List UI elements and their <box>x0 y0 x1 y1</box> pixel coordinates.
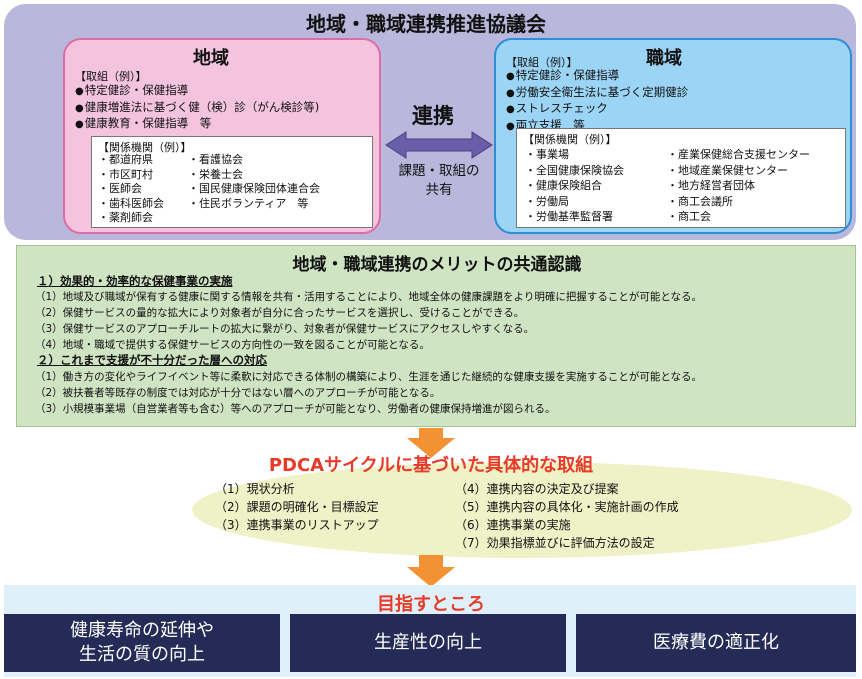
council-title: 地域・職域連携推進協議会 <box>306 12 546 36</box>
region-heading: 地域 <box>193 48 229 69</box>
region-initiatives-list: 特定健診・保健指導 健康増進法に基づく健（検）診（がん検診等) 健康教育・保健指… <box>75 83 319 133</box>
merits-section2-heading: ２）これまで支援が不十分だった層への対応 <box>37 353 267 367</box>
pdca-item: （5）連携内容の具体化・実施計画の作成 <box>455 500 679 514</box>
pdca-item: （6）連携事業の実施 <box>455 518 571 532</box>
list-item: 健康教育・保健指導 等 <box>75 116 319 133</box>
list-item: ・薬剤師会 <box>98 211 153 224</box>
list-item: ・栄養士会 <box>188 167 243 181</box>
list-item: ・地方経営者団体 <box>667 179 755 192</box>
workplace-orgs-col1: ・事業場 ・全国健康保険協会 ・健康保険組合 ・労働局 ・労働基準監督署 <box>525 147 624 225</box>
pdca-item: （7）効果指標並びに評価方法の設定 <box>455 536 655 550</box>
merit-item: （4）地域・職域で提供する保健サービスの方向性の一致を図ることが可能となる。 <box>35 339 430 351</box>
merit-item: （2）保健サービスの量的な拡大により対象者が自分に合ったサービスを選択し、受ける… <box>35 307 525 319</box>
region-orgs-col2: ・看護協会 ・栄養士会 ・国民健康保険団体連合会 ・住民ボランティア 等 <box>188 153 320 211</box>
pdca-title: PDCAサイクルに基づいた具体的な取組 <box>268 455 594 476</box>
merit-item: （1）地域及び職域が保有する健康に関する情報を共有・活用することにより、地域全体… <box>35 291 703 303</box>
list-item: ・医師会 <box>98 182 142 195</box>
share-label-line2: 共有 <box>425 182 453 198</box>
merits-title: 地域・職域連携のメリットの共通認識 <box>292 255 582 275</box>
merits-panel: 地域・職域連携のメリットの共通認識 １）効果的・効率的な保健事業の実施 （1）地… <box>16 245 856 427</box>
list-item: ・商工会議所 <box>667 194 733 208</box>
share-label: 課題・取組の 共有 <box>384 162 494 200</box>
goal-line: 生産性の向上 <box>374 632 482 653</box>
list-item: ・歯科医師会 <box>98 196 164 210</box>
pdca-item: （2）課題の明確化・目標設定 <box>215 500 379 514</box>
pdca-item: （3）連携事業のリストアップ <box>215 518 379 532</box>
goal-productivity: 生産性の向上 <box>290 614 566 672</box>
region-orgs-col1: ・都道府県 ・市区町村 ・医師会 ・歯科医師会 ・薬剤師会 <box>98 153 164 226</box>
region-orgs-panel: 【関係機関（例）】 ・都道府県 ・市区町村 ・医師会 ・歯科医師会 ・薬剤師会 … <box>91 136 373 228</box>
list-item: 健康増進法に基づく健（検）診（がん検診等) <box>75 100 319 117</box>
down-arrow-icon <box>407 428 455 458</box>
merit-item: （2）被扶養者等既存の制度では対応が十分ではない層へのアプローチが可能となる。 <box>35 387 441 399</box>
workplace-orgs-col2: ・産業保健総合支援センター ・地域産業保健センター ・地方経営者団体 ・商工会議… <box>667 147 810 225</box>
pdca-item: （4）連携内容の決定及び提案 <box>455 482 619 496</box>
goals-title: 目指すところ <box>377 594 485 615</box>
list-item: ・住民ボランティア 等 <box>188 196 309 210</box>
list-item: ストレスチェック <box>506 101 688 118</box>
region-initiatives-label: 【取組（例）】 <box>75 70 147 83</box>
share-label-line1: 課題・取組の <box>398 163 480 179</box>
workplace-heading: 職域 <box>646 48 682 69</box>
list-item: ・事業場 <box>525 148 569 161</box>
list-item: ・全国健康保険協会 <box>525 163 624 177</box>
list-item: ・商工会 <box>667 210 711 223</box>
merit-item: （3）保健サービスのアプローチルートの拡大に繋がり、対象者が保健サービスにアクセ… <box>35 323 535 335</box>
list-item: ・国民健康保険団体連合会 <box>188 182 320 195</box>
merit-item: （3）小規模事業場（自営業者等も含む）等へのアプローチが可能となり、労働者の健康… <box>35 403 556 415</box>
goal-line: 医療費の適正化 <box>653 632 779 653</box>
workplace-orgs-label: 【関係機関（例）】 <box>523 133 617 146</box>
goal-line: 健康寿命の延伸や <box>70 620 214 641</box>
workplace-box: 職域 【取組（例）】 特定健診・保健指導 労働安全衛生法に基づく定期健診 ストレ… <box>494 38 852 234</box>
list-item: ・産業保健総合支援センター <box>667 148 810 161</box>
pdca-ellipse <box>192 462 852 558</box>
merits-section1-heading: １）効果的・効率的な保健事業の実施 <box>37 274 233 288</box>
pdca-item: （1）現状分析 <box>215 482 295 496</box>
workplace-initiatives-label: 【取組（例）】 <box>506 56 578 69</box>
link-label: 連携 <box>412 104 454 128</box>
region-orgs-label: 【関係機関（例）】 <box>98 141 192 154</box>
list-item: ・労働局 <box>525 194 569 208</box>
list-item: ・健康保険組合 <box>525 179 602 192</box>
region-box: 地域 【取組（例）】 特定健診・保健指導 健康増進法に基づく健（検）診（がん検診… <box>63 38 381 234</box>
double-arrow-icon <box>385 131 493 159</box>
list-item: ・労働基準監督署 <box>525 210 613 223</box>
list-item: 特定健診・保健指導 <box>506 68 688 85</box>
merit-item: （1）働き方の変化やライフイベント等に柔軟に対応できる体制の構築により、生涯を通… <box>35 371 703 383</box>
workplace-orgs-panel: 【関係機関（例）】 ・事業場 ・全国健康保険協会 ・健康保険組合 ・労働局 ・労… <box>516 128 846 228</box>
list-item: 労働安全衛生法に基づく定期健診 <box>506 85 689 102</box>
goal-line: 生活の質の向上 <box>79 644 205 665</box>
list-item: ・都道府県 <box>98 153 153 166</box>
goal-healthy-life: 健康寿命の延伸や 生活の質の向上 <box>4 614 280 672</box>
list-item: ・地域産業保健センター <box>667 163 788 177</box>
list-item: ・市区町村 <box>98 167 153 181</box>
list-item: 特定健診・保健指導 <box>75 83 319 100</box>
workplace-initiatives-list: 特定健診・保健指導 労働安全衛生法に基づく定期健診 ストレスチェック 両立支援 … <box>506 68 689 134</box>
down-arrow-icon <box>407 555 455 587</box>
list-item: ・看護協会 <box>188 153 243 166</box>
goal-medical-cost: 医療費の適正化 <box>576 614 856 672</box>
